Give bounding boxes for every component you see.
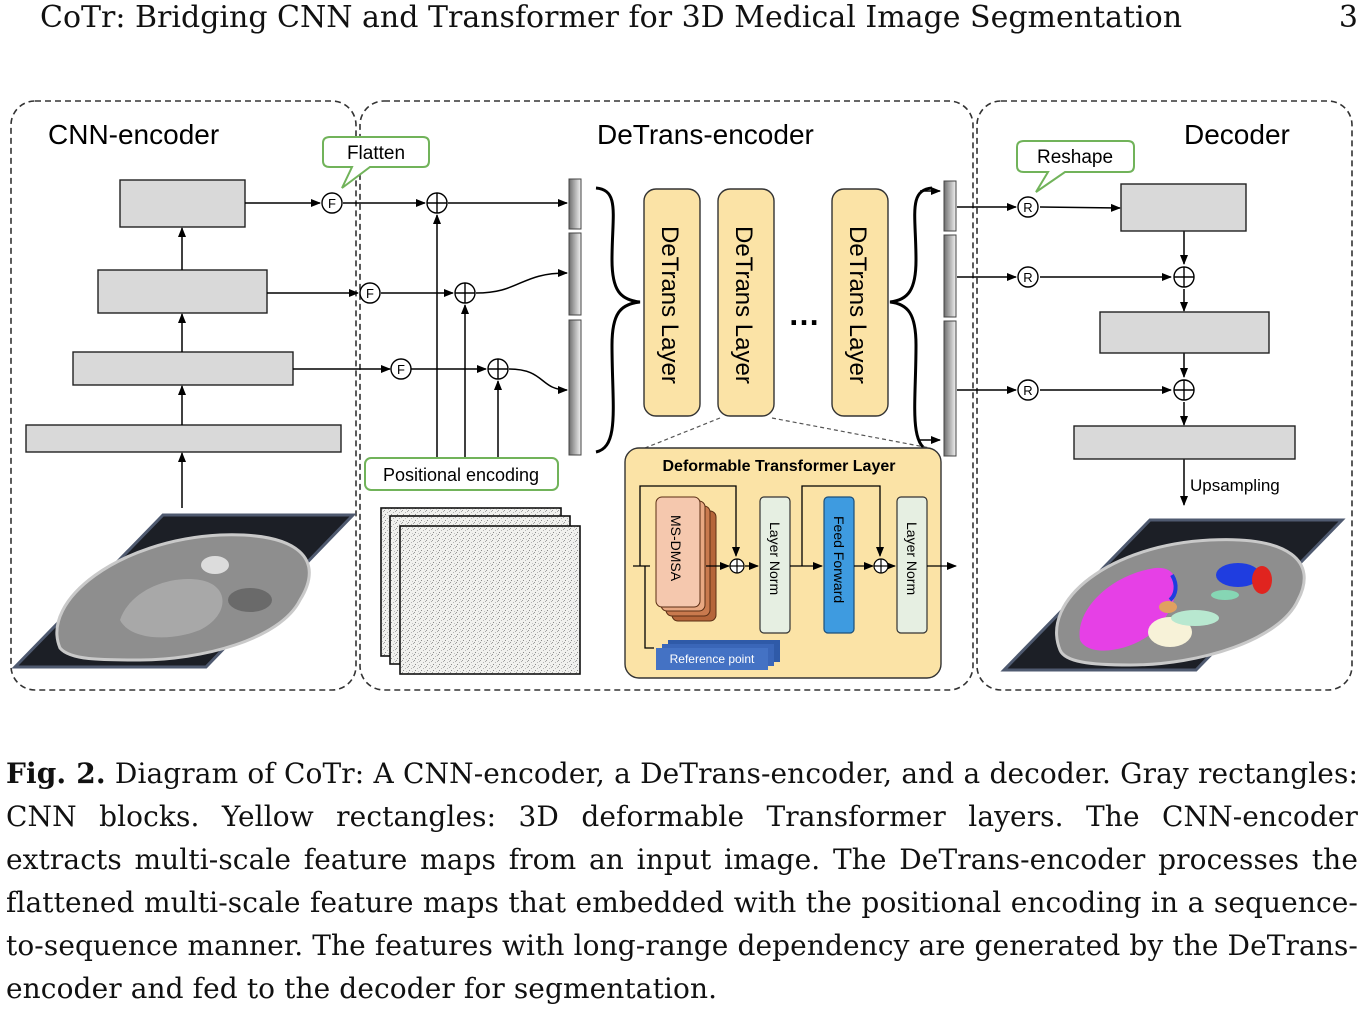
svg-text:DeTrans Layer: DeTrans Layer — [730, 226, 757, 384]
caption-label: Fig. 2. — [6, 757, 106, 790]
flatten-op: F — [390, 358, 412, 380]
cnn-encoder-panel — [10, 100, 357, 691]
flatten-op: F — [359, 282, 381, 304]
layer-norm-block: Layer Norm — [759, 496, 791, 634]
upsampling-label: Upsampling — [1190, 476, 1280, 495]
svg-text:F: F — [328, 196, 336, 211]
left-brace — [595, 186, 641, 454]
input-ct-image — [11, 513, 357, 669]
svg-text:F: F — [397, 362, 405, 377]
svg-text:Layer Norm: Layer Norm — [904, 522, 920, 595]
output-segmentation-image — [1000, 518, 1346, 672]
svg-text:Reshape: Reshape — [1037, 147, 1113, 168]
cnn-encoder-title: CNN-encoder — [48, 119, 219, 150]
decoder-block — [1073, 425, 1296, 460]
sequence-bar — [568, 319, 582, 456]
svg-text:R: R — [1023, 383, 1032, 398]
figure-caption: Fig. 2. Diagram of CoTr: A CNN-encoder, … — [6, 752, 1358, 1010]
svg-text:Flatten: Flatten — [347, 143, 405, 164]
detrans-encoder-title: DeTrans-encoder — [597, 119, 814, 150]
reference-point-block: Reference point — [656, 640, 780, 670]
svg-text:Reference point: Reference point — [670, 652, 755, 666]
add-op — [873, 558, 889, 574]
add-op — [1173, 379, 1195, 401]
cnn-block — [119, 179, 246, 228]
svg-text:Positional encoding: Positional encoding — [383, 465, 539, 485]
svg-text:R: R — [1023, 270, 1032, 285]
right-brace — [889, 186, 933, 454]
svg-text:R: R — [1023, 200, 1032, 215]
cnn-block — [25, 424, 342, 453]
page-number: 3 — [1338, 0, 1358, 35]
add-op — [487, 358, 509, 380]
cnn-block — [72, 351, 294, 386]
sequence-bar — [568, 178, 582, 230]
flatten-callout: Flatten — [322, 136, 430, 189]
svg-text:Feed Forward: Feed Forward — [831, 516, 847, 603]
deformable-block-title: Deformable Transformer Layer — [663, 458, 896, 475]
caption-text: Diagram of CoTr: A CNN-encoder, a DeTran… — [6, 757, 1358, 1005]
layers-ellipsis: … — [788, 296, 820, 332]
sequence-bar — [943, 180, 957, 232]
feed-forward-block: Feed Forward — [823, 496, 855, 634]
reshape-op: R — [1017, 379, 1039, 401]
svg-text:Layer Norm: Layer Norm — [767, 522, 783, 595]
add-op — [729, 558, 745, 574]
detrans-layer: DeTrans Layer — [717, 188, 775, 417]
sequence-bar — [943, 234, 957, 318]
svg-text:DeTrans Layer: DeTrans Layer — [844, 226, 871, 384]
header-title: CoTr: Bridging CNN and Transformer for 3… — [40, 0, 1183, 35]
detrans-layer: DeTrans Layer — [643, 188, 701, 417]
svg-text:MS-DMSA: MS-DMSA — [668, 515, 684, 582]
detrans-encoder-panel — [359, 100, 974, 691]
running-header: CoTr: Bridging CNN and Transformer for 3… — [0, 0, 1370, 44]
decoder-block — [1099, 311, 1270, 354]
positional-encoding-stack — [380, 507, 581, 675]
detrans-layer: DeTrans Layer — [831, 188, 889, 417]
cnn-block — [97, 269, 268, 314]
add-op — [426, 192, 448, 214]
cotr-diagram: CNN-encoder DeTrans-encoder Decoder — [10, 100, 1353, 691]
add-op — [454, 282, 476, 304]
positional-encoding-callout: Positional encoding — [364, 457, 559, 491]
reshape-callout: Reshape — [1016, 140, 1135, 193]
decoder-block — [1120, 183, 1247, 232]
layer-norm-block: Layer Norm — [896, 496, 928, 634]
svg-text:DeTrans Layer: DeTrans Layer — [656, 226, 683, 384]
flatten-op: F — [321, 192, 343, 214]
ms-dmsa-block: MS-DMSA — [655, 496, 717, 622]
sequence-bar — [943, 320, 957, 457]
sequence-bar — [568, 232, 582, 316]
decoder-panel — [976, 100, 1353, 691]
decoder-title: Decoder — [1184, 119, 1290, 150]
reshape-op: R — [1017, 266, 1039, 288]
reshape-op: R — [1017, 196, 1039, 218]
add-op — [1173, 266, 1195, 288]
svg-text:F: F — [366, 286, 374, 301]
